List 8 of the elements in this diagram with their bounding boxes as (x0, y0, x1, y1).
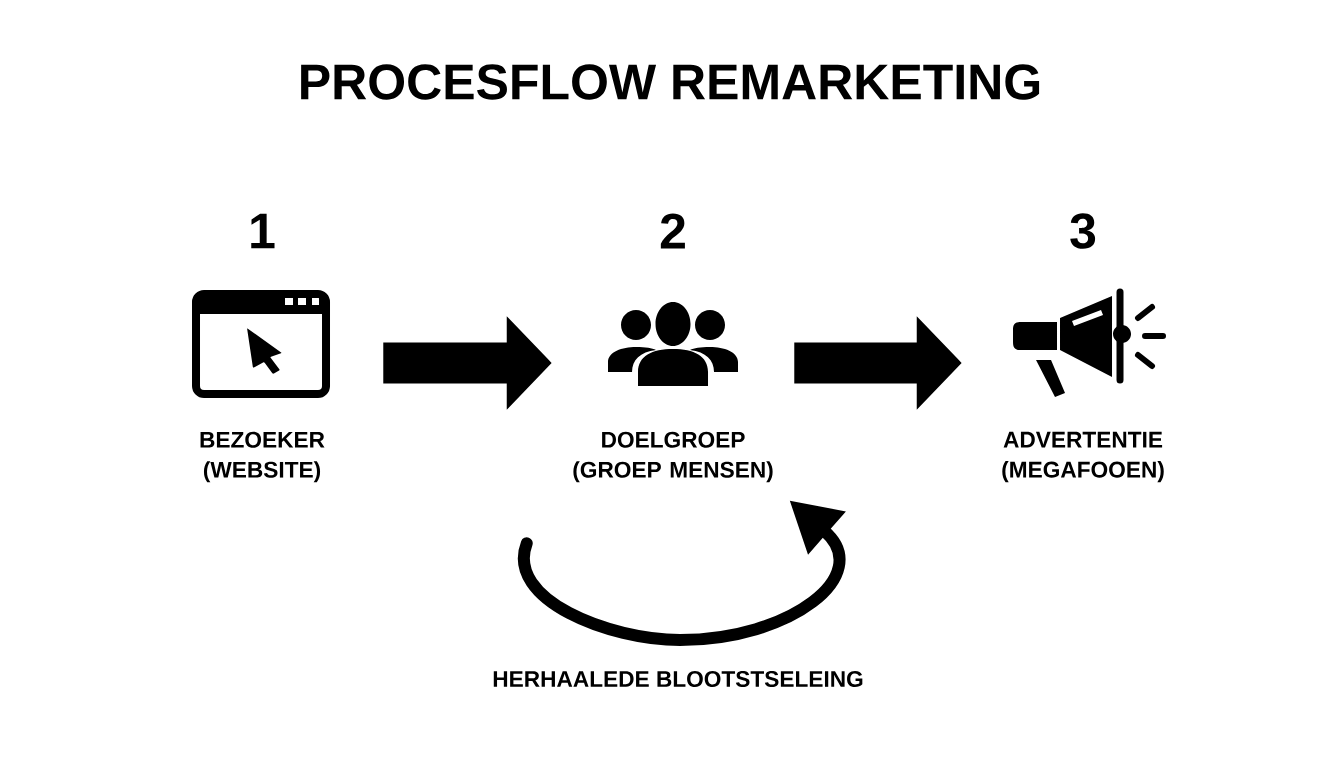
step-label: ADVERTENTIE (MEGAFOOEN) (1002, 431, 1164, 483)
step-number: 1 (251, 213, 275, 249)
step-number: 3 (1070, 213, 1096, 249)
title: PROCESFLOW REMARKETING (301, 64, 1040, 100)
edge-label: HERHAALEDE BLOOTSTSELEING (490, 669, 866, 690)
step-label: DOELGROEP (GROEP MENSEN) (573, 431, 773, 483)
step-number: 2 (660, 213, 685, 249)
step-label: BEZOEKER (WEBSITE) (200, 431, 325, 483)
